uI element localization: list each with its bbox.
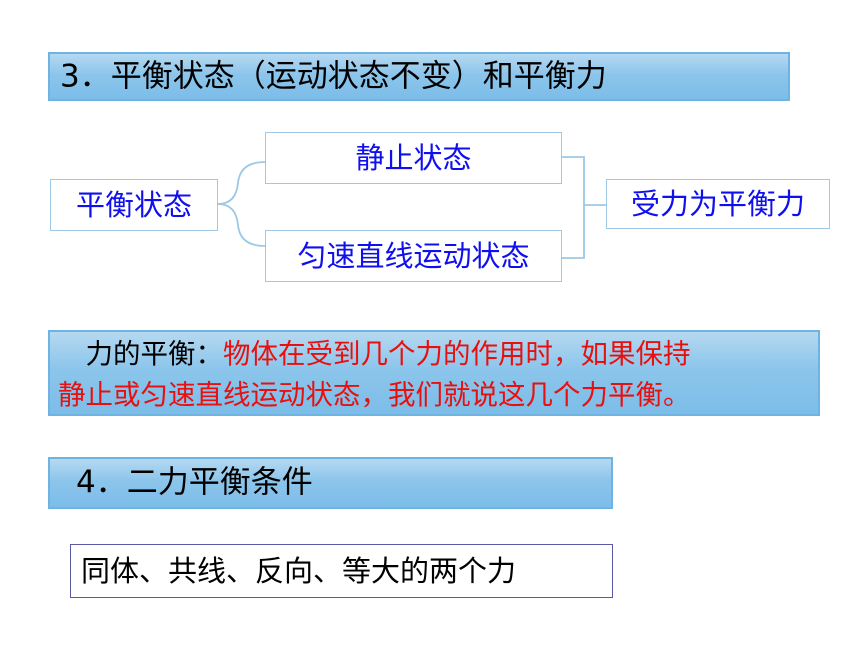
conditions-box: 同体、共线、反向、等大的两个力 xyxy=(70,544,613,598)
static-state-label: 静止状态 xyxy=(355,140,472,175)
conditions-text: 同体、共线、反向、等大的两个力 xyxy=(81,553,517,588)
heading-3-banner: 3．平衡状态（运动状态不变）和平衡力 xyxy=(48,52,790,101)
heading-4-banner: 4．二力平衡条件 xyxy=(48,457,613,509)
root-state-box: 平衡状态 xyxy=(50,179,218,231)
definition-line-1: 力的平衡：物体在受到几个力的作用时，如果保持 xyxy=(58,334,812,375)
static-state-box: 静止状态 xyxy=(265,132,562,184)
heading-4: 4．二力平衡条件 xyxy=(76,464,313,501)
heading-3: 3．平衡状态（运动状态不变）和平衡力 xyxy=(60,58,607,94)
balanced-force-box: 受力为平衡力 xyxy=(606,179,830,229)
definition-text-1: 物体在受到几个力的作用时，如果保持 xyxy=(223,338,691,370)
definition-term: 力的平衡： xyxy=(85,338,224,370)
uniform-motion-box: 匀速直线运动状态 xyxy=(265,230,562,282)
left-brace xyxy=(217,161,266,247)
uniform-motion-label: 匀速直线运动状态 xyxy=(297,238,530,273)
definition-box: 力的平衡：物体在受到几个力的作用时，如果保持 静止或匀速直线运动状态，我们就说这… xyxy=(48,330,820,416)
definition-text-2: 静止或匀速直线运动状态，我们就说这几个力平衡。 xyxy=(58,379,691,411)
root-state-label: 平衡状态 xyxy=(75,187,192,222)
right-bracket xyxy=(562,156,606,259)
balanced-force-label: 受力为平衡力 xyxy=(630,186,805,221)
